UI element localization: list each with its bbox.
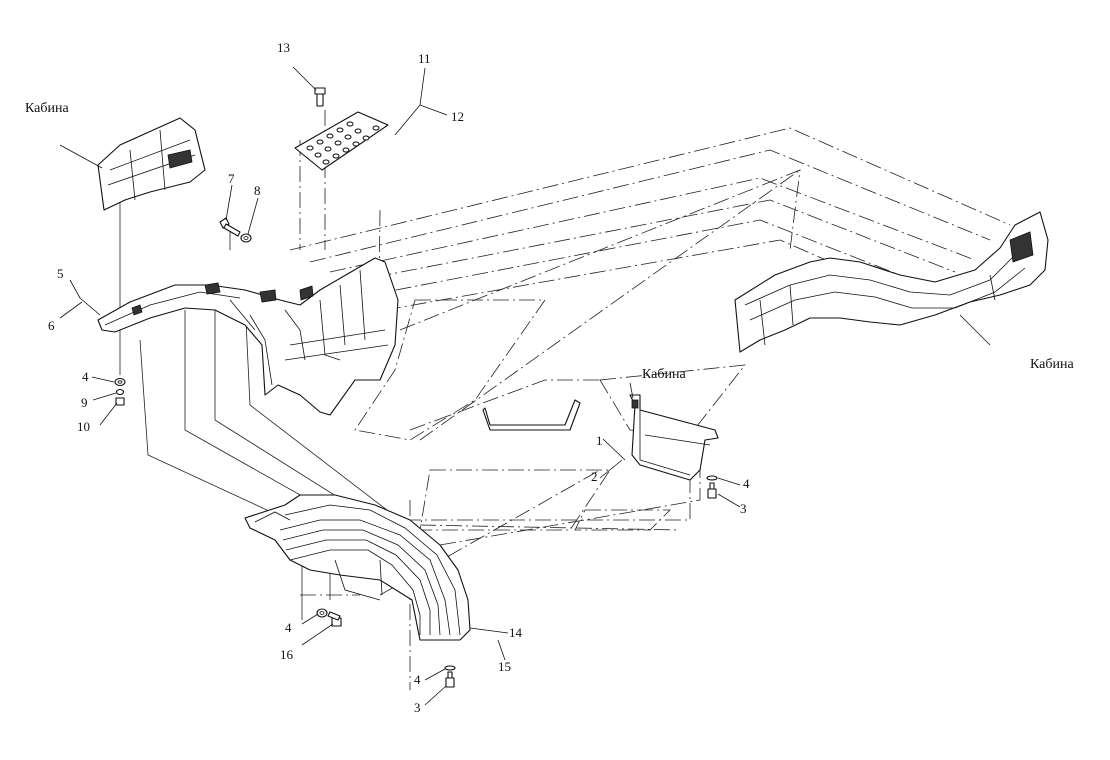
washer-4-left	[114, 377, 126, 387]
washer-4-bottom	[444, 665, 456, 671]
support-bracket	[629, 394, 719, 481]
callout-4-bottom-left: 4	[285, 620, 292, 635]
callout-3-bottom: 3	[414, 700, 421, 715]
bolt-16	[327, 611, 342, 627]
callout-13: 13	[277, 40, 290, 55]
callout-4-right: 4	[743, 476, 750, 491]
washer-4-bottom-left	[316, 608, 328, 618]
label-cab-right: Кабина	[1030, 357, 1074, 372]
right-cab-fragment	[734, 211, 1049, 353]
callout-1: 1	[596, 433, 603, 448]
nut-10	[115, 397, 125, 406]
callout-10: 10	[77, 419, 90, 434]
callout-8: 8	[254, 183, 261, 198]
washer-4-right	[706, 475, 718, 481]
mounting-plate	[294, 111, 389, 171]
front-fender-arch	[97, 257, 399, 416]
callout-3-right: 3	[740, 501, 747, 516]
plate-holes	[306, 121, 380, 165]
label-cab-left: Кабина	[25, 101, 69, 116]
rear-mudguard	[244, 494, 471, 641]
alignment-lines	[289, 110, 1011, 690]
callout-12: 12	[451, 109, 464, 124]
callout-4-bottom: 4	[414, 672, 421, 687]
leader-lines	[59, 66, 991, 706]
bolt-13	[314, 87, 326, 107]
callout-16: 16	[280, 647, 293, 662]
phantom-logo-outline	[354, 299, 746, 531]
washer-8	[240, 233, 252, 243]
callout-15: 15	[498, 659, 511, 674]
callout-4-left: 4	[82, 369, 89, 384]
bolt-3-right	[707, 482, 717, 499]
label-cab-middle: Кабина	[642, 367, 686, 382]
callout-9: 9	[81, 395, 88, 410]
callout-6: 6	[48, 318, 55, 333]
bolt-3-bottom	[445, 671, 455, 688]
callout-2: 2	[591, 469, 598, 484]
bolt-7	[219, 217, 241, 237]
washer-9	[115, 388, 125, 396]
u-bracket	[482, 399, 581, 431]
left-cab-fragment	[97, 117, 206, 211]
callout-5: 5	[57, 266, 64, 281]
callout-11: 11	[418, 51, 431, 66]
callout-14: 14	[509, 625, 522, 640]
callout-7: 7	[228, 171, 235, 186]
